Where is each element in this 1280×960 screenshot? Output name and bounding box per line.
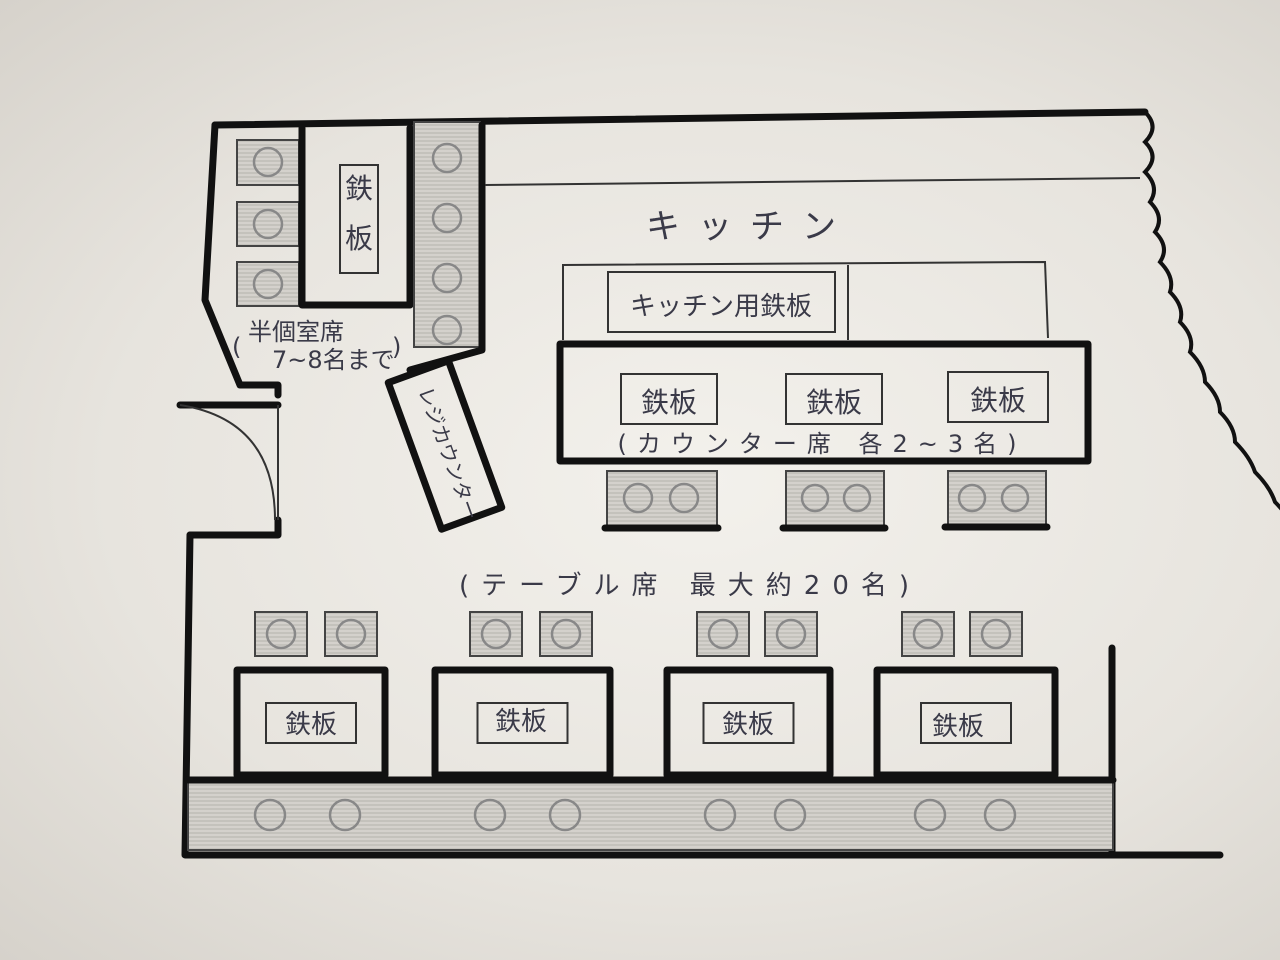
counter-caption: (カウンター席 各2~3名) <box>617 430 1026 458</box>
table-griddle-box <box>920 702 1012 744</box>
griddle-box <box>339 164 379 274</box>
seat-cushion <box>335 618 367 650</box>
bench-seat <box>913 798 947 832</box>
counter-griddle-label: 鉄板 <box>641 386 697 419</box>
counter <box>556 340 1092 532</box>
table-griddle-box <box>476 702 569 744</box>
table-seat <box>539 611 593 657</box>
table-seat <box>469 611 523 657</box>
table-seat <box>969 611 1023 657</box>
entrance-door <box>179 404 279 521</box>
table-griddle-box <box>265 702 357 744</box>
tables <box>233 611 1059 779</box>
seat-cushion <box>707 618 739 650</box>
table-griddle-label: 鉄板 <box>285 710 337 740</box>
wall-bench <box>184 776 1117 851</box>
table-griddle-label: 鉄板 <box>932 712 984 742</box>
bench-seat <box>548 798 582 832</box>
table-seat <box>696 611 750 657</box>
table-seat <box>901 611 955 657</box>
register-label: レジカウンター <box>413 384 483 524</box>
register-counter <box>384 357 506 533</box>
semi-private-room <box>236 124 414 309</box>
private-paren-open: ( <box>232 333 241 361</box>
table-griddle-label: 鉄板 <box>722 710 774 740</box>
bench-seat <box>328 798 362 832</box>
private-caption-2: 7~8名まで <box>272 346 395 374</box>
bench-seat <box>253 798 287 832</box>
private-paren-close: ) <box>392 333 401 361</box>
outer-walls <box>176 108 1280 859</box>
table <box>873 666 1059 779</box>
table-griddle-label: 鉄板 <box>495 707 547 737</box>
bench-seat <box>773 798 807 832</box>
seat-cushion <box>480 618 512 650</box>
private-griddle-label-1: 鉄 <box>345 172 373 205</box>
table <box>431 666 614 779</box>
seat-cushion <box>550 618 582 650</box>
table-seat <box>324 611 378 657</box>
private-griddle-label-2: 板 <box>345 222 373 255</box>
table <box>663 666 834 779</box>
seat-cushion <box>980 618 1012 650</box>
table-caption: (テーブル席 最大約20名) <box>459 571 921 601</box>
seat-cushion <box>265 618 297 650</box>
kitchen-area <box>484 177 1141 340</box>
counter-griddle-label: 鉄板 <box>806 386 862 419</box>
seat-cushion <box>775 618 807 650</box>
counter-seats <box>601 470 1051 532</box>
kitchen-griddle-box <box>607 271 836 333</box>
register-bench <box>384 121 506 533</box>
bench-seat <box>983 798 1017 832</box>
seat-stool <box>236 201 300 247</box>
seat-stool <box>236 261 300 307</box>
wavy-boundary <box>1142 110 1280 511</box>
table-seat <box>254 611 308 657</box>
kitchen-griddle-label: キッチン用鉄板 <box>630 292 812 322</box>
bench-seat <box>473 798 507 832</box>
table-griddle-box <box>702 702 795 744</box>
kitchen-label: キッチン <box>646 207 854 247</box>
bench-seat <box>703 798 737 832</box>
table-seat <box>764 611 818 657</box>
table <box>233 666 389 779</box>
seat-cushion <box>912 618 944 650</box>
private-caption-1: 半個室席 <box>248 318 344 346</box>
counter-griddle-label: 鉄板 <box>970 384 1026 417</box>
